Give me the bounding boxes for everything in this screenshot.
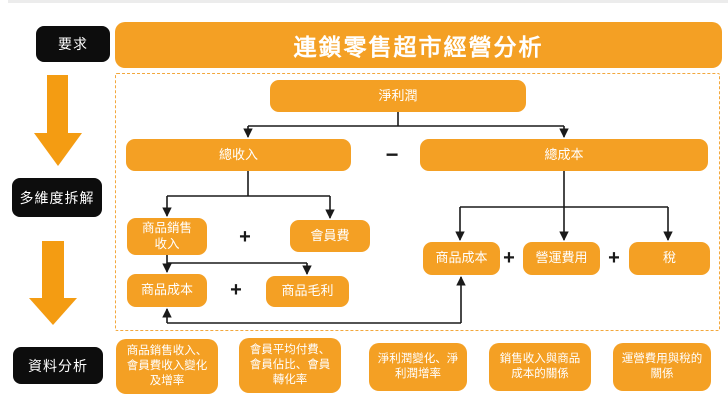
operator-minus: −: [385, 142, 399, 167]
down-arrow-icon: [29, 241, 77, 325]
analysis-item-label: 運營費用與稅的關係: [621, 353, 703, 380]
node-product-cost-right-label: 商品成本: [435, 250, 488, 266]
node-net-profit-label: 淨利潤: [378, 87, 418, 103]
title-bar: 連鎖零售超市經營分析: [115, 22, 722, 68]
node-net-profit: 淨利潤: [270, 80, 526, 112]
analysis-item-label: 商品銷售收入、會員費收入變化及增率: [126, 345, 208, 387]
node-product-cost-left-label: 商品成本: [140, 282, 193, 298]
node-total-revenue: 總收入: [126, 139, 351, 171]
rail-step-requirement: 要求: [36, 26, 110, 62]
page-title: 連鎖零售超市經營分析: [293, 34, 544, 60]
node-product-gross-profit-label: 商品毛利: [281, 283, 334, 299]
analysis-item-sales-membership-change: 商品銷售收入、會員費收入變化及增率: [116, 339, 218, 394]
rail-step-dimension: 多維度拆解: [12, 178, 102, 217]
analysis-item-member-metrics: 會員平均付費、會員佔比、會員轉化率: [239, 338, 341, 393]
node-product-gross-profit: 商品毛利: [266, 276, 349, 307]
rail-step-data-analysis: 資料分析: [13, 347, 103, 384]
node-product-sales-revenue-label: 商品銷售收入: [141, 220, 192, 251]
node-product-sales-revenue: 商品銷售收入: [127, 218, 207, 255]
operator-plus-2: +: [230, 278, 242, 301]
node-operating-expense: 營運費用: [523, 242, 600, 275]
node-tax: 稅: [629, 242, 710, 275]
node-total-revenue-label: 總收入: [218, 146, 258, 162]
node-product-cost-left: 商品成本: [127, 274, 207, 307]
node-membership-fee: 會員費: [290, 220, 370, 252]
rail-step-requirement-label: 要求: [58, 36, 88, 52]
node-product-cost-right: 商品成本: [423, 242, 500, 275]
analysis-item-sales-vs-cost: 銷售收入與商品成本的關係: [489, 343, 591, 391]
node-operating-expense-label: 營運費用: [535, 250, 588, 266]
operator-plus-3: +: [503, 246, 515, 269]
flowchart-dashed-frame: [115, 73, 720, 331]
analysis-item-net-profit-change: 淨利潤變化、淨利潤增率: [369, 343, 467, 391]
analysis-item-label: 淨利潤變化、淨利潤增率: [377, 353, 459, 380]
down-arrow-icon: [34, 75, 82, 166]
operator-plus-4: +: [608, 246, 620, 269]
operator-plus-1: +: [239, 225, 251, 248]
node-tax-label: 稅: [662, 250, 676, 266]
rail-step-data-analysis-label: 資料分析: [28, 357, 88, 374]
analysis-item-label: 銷售收入與商品成本的關係: [499, 353, 581, 380]
analysis-item-label: 會員平均付費、會員佔比、會員轉化率: [249, 344, 331, 386]
analysis-item-opex-vs-tax: 運營費用與稅的關係: [613, 343, 711, 391]
rail-step-dimension-label: 多維度拆解: [19, 189, 95, 206]
node-membership-fee-label: 會員費: [310, 227, 350, 243]
top-border-strip: [8, 0, 728, 3]
node-total-cost: 總成本: [420, 139, 708, 171]
node-total-cost-label: 總成本: [544, 146, 584, 162]
